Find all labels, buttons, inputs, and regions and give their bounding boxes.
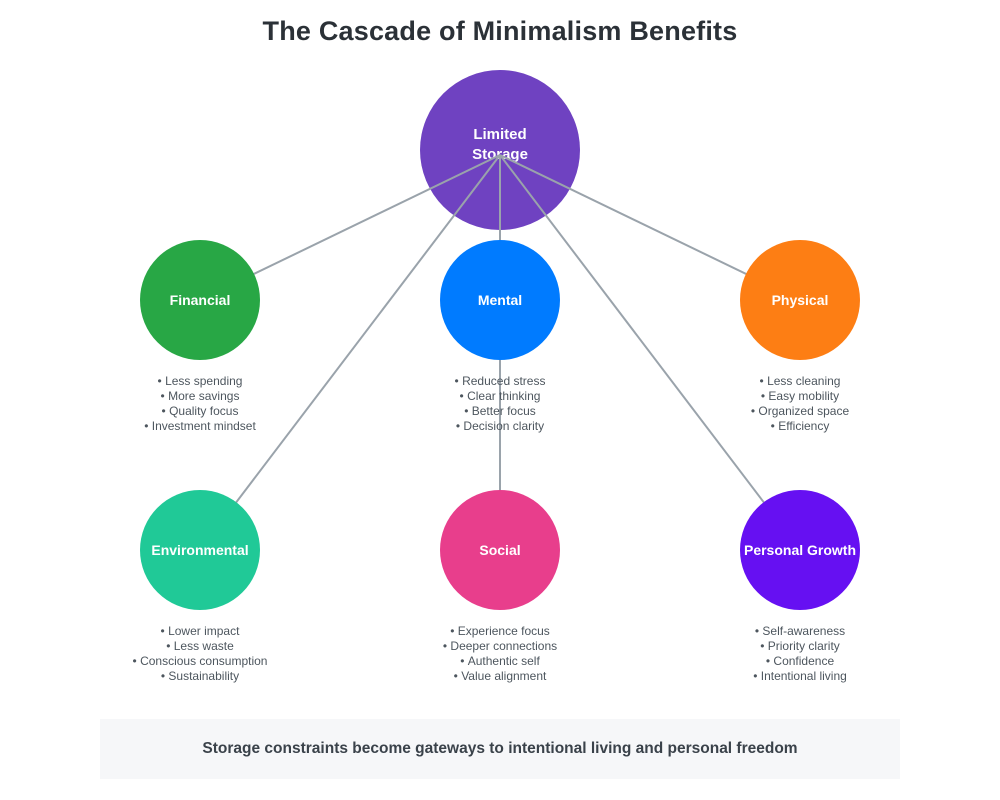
node-financial: Financial <box>140 240 260 360</box>
center-node-label: Limited Storage <box>472 126 528 163</box>
node-mental-label: Mental <box>477 292 523 308</box>
benefits-mental: Reduced stress Clear thinking Better foc… <box>370 374 630 434</box>
diagram-title: The Cascade of Minimalism Benefits <box>262 16 738 46</box>
benefit-item: Self-awareness <box>670 624 930 639</box>
node-environmental: Environmental <box>140 490 260 610</box>
benefit-item: Decision clarity <box>370 419 630 434</box>
benefit-item: Lower impact <box>70 624 330 639</box>
benefit-item: Conscious consumption <box>70 654 330 669</box>
benefit-item: Priority clarity <box>670 639 930 654</box>
benefit-item: Investment mindset <box>70 419 330 434</box>
node-physical-label: Physical <box>771 292 829 308</box>
node-mental: Mental <box>440 240 560 360</box>
benefit-item: Intentional living <box>670 669 930 684</box>
link-environmental <box>199 154 501 551</box>
benefit-item: Organized space <box>670 404 930 419</box>
benefits-social: Experience focus Deeper connections Auth… <box>370 624 630 684</box>
node-social-label: Social <box>479 542 521 558</box>
node-social: Social <box>440 490 560 610</box>
footer-text: Storage constraints become gateways to i… <box>202 740 798 757</box>
benefit-item: More savings <box>70 389 330 404</box>
node-financial-label: Financial <box>169 292 231 308</box>
benefit-item: Easy mobility <box>670 389 930 404</box>
node-personal-growth-label: Personal Growth <box>743 542 857 558</box>
node-environmental-label: Environmental <box>151 542 249 558</box>
benefit-item: Confidence <box>670 654 930 669</box>
benefit-item: Experience focus <box>370 624 630 639</box>
benefit-item: Clear thinking <box>370 389 630 404</box>
benefit-item: Value alignment <box>370 669 630 684</box>
footer-banner: Storage constraints become gateways to i… <box>100 719 900 779</box>
benefit-item: Deeper connections <box>370 639 630 654</box>
benefit-item: Less waste <box>70 639 330 654</box>
benefits-financial: Less spending More savings Quality focus… <box>70 374 330 434</box>
benefit-item: Better focus <box>370 404 630 419</box>
node-physical: Physical <box>740 240 860 360</box>
center-node-limited-storage: Limited Storage <box>420 70 580 230</box>
link-personal-growth <box>499 154 801 551</box>
benefit-item: Efficiency <box>670 419 930 434</box>
benefit-item: Less cleaning <box>670 374 930 389</box>
benefits-personal-growth: Self-awareness Priority clarity Confiden… <box>670 624 930 684</box>
node-personal-growth: Personal Growth <box>740 490 860 610</box>
benefits-environmental: Lower impact Less waste Conscious consum… <box>70 624 330 684</box>
benefit-item: Authentic self <box>370 654 630 669</box>
benefits-physical: Less cleaning Easy mobility Organized sp… <box>670 374 930 434</box>
benefit-item: Sustainability <box>70 669 330 684</box>
benefit-item: Less spending <box>70 374 330 389</box>
benefit-item: Quality focus <box>70 404 330 419</box>
benefit-item: Reduced stress <box>370 374 630 389</box>
